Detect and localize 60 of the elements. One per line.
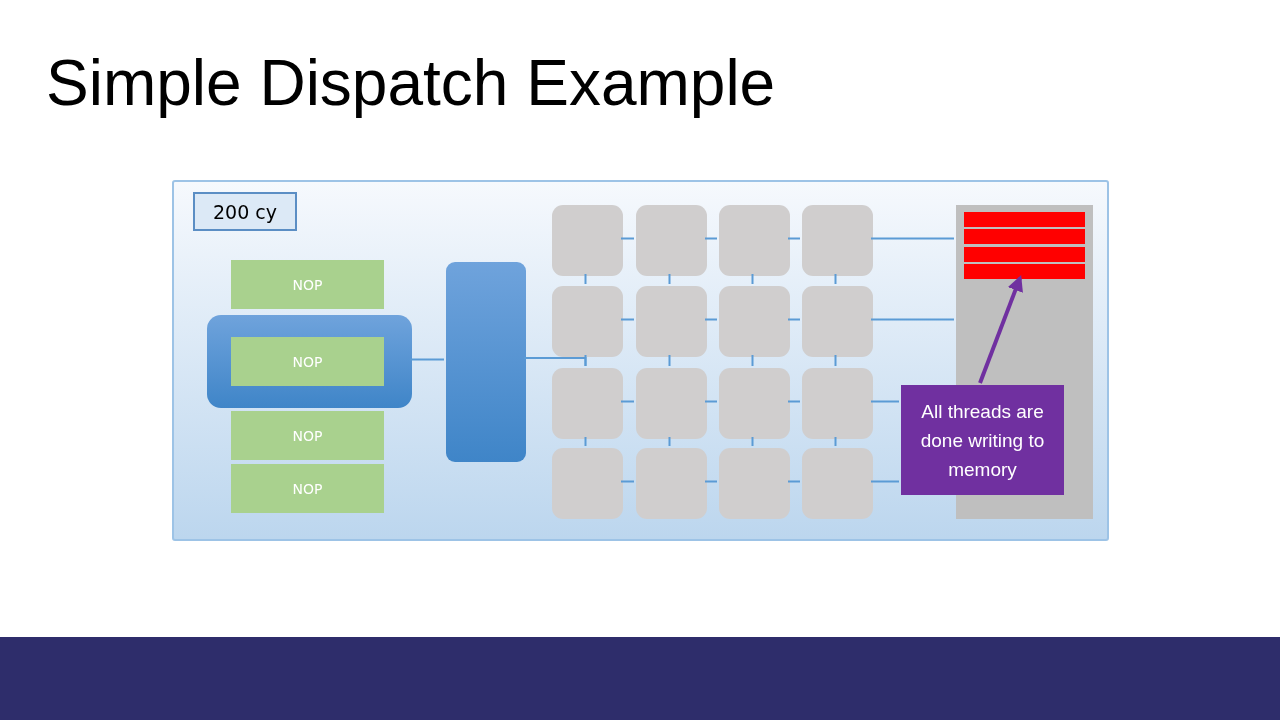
connector-line xyxy=(834,273,837,285)
memory-slot xyxy=(964,212,1085,227)
connector-line xyxy=(584,273,587,285)
thread-box xyxy=(719,205,790,276)
connector-line xyxy=(834,354,837,367)
connector-line xyxy=(751,354,754,367)
connector-line xyxy=(834,436,837,447)
connector-line xyxy=(584,354,587,367)
dispatcher-bar xyxy=(446,262,526,462)
connector-line xyxy=(870,237,955,240)
thread-box xyxy=(636,205,707,276)
thread-box xyxy=(552,448,623,519)
diagram-panel xyxy=(172,180,1109,541)
connector-line xyxy=(620,237,635,240)
connector-line xyxy=(787,400,801,403)
thread-box xyxy=(552,286,623,357)
thread-box xyxy=(802,205,873,276)
thread-box xyxy=(636,368,707,439)
connector-line xyxy=(870,400,900,403)
connector-line xyxy=(704,237,718,240)
instruction-box: NOP xyxy=(231,337,384,386)
highlight-frame xyxy=(207,315,412,408)
thread-box xyxy=(802,448,873,519)
thread-box xyxy=(802,286,873,357)
memory-slot xyxy=(964,247,1085,262)
memory-slot xyxy=(964,264,1085,279)
connector-line xyxy=(704,318,718,321)
connector-line xyxy=(870,318,955,321)
slide-title: Simple Dispatch Example xyxy=(46,46,776,120)
instruction-box: NOP xyxy=(231,464,384,513)
thread-box xyxy=(552,205,623,276)
connector-line xyxy=(668,436,671,447)
connector-line xyxy=(584,436,587,447)
connector-line xyxy=(620,400,635,403)
connector-line xyxy=(409,358,445,361)
thread-box xyxy=(719,448,790,519)
connector-line xyxy=(668,354,671,367)
instruction-box: NOP xyxy=(231,260,384,309)
connector-line xyxy=(668,273,671,285)
thread-box xyxy=(719,286,790,357)
memory-slot xyxy=(964,229,1085,244)
arrow xyxy=(978,275,1023,384)
connector-line xyxy=(870,480,900,483)
connector-line xyxy=(704,480,718,483)
connector-line xyxy=(787,237,801,240)
connector-line xyxy=(620,480,635,483)
thread-box xyxy=(719,368,790,439)
thread-box xyxy=(552,368,623,439)
callout-tooltip: All threads are done writing to memory xyxy=(901,385,1064,495)
connector-line xyxy=(751,436,754,447)
cycle-counter-box: 200 cy xyxy=(193,192,297,231)
connector-line xyxy=(787,480,801,483)
instruction-box: NOP xyxy=(231,411,384,460)
connector-line xyxy=(787,318,801,321)
connector-line xyxy=(751,273,754,285)
connector-line xyxy=(704,400,718,403)
thread-box xyxy=(802,368,873,439)
thread-box xyxy=(636,286,707,357)
thread-box xyxy=(636,448,707,519)
connector-line xyxy=(620,318,635,321)
